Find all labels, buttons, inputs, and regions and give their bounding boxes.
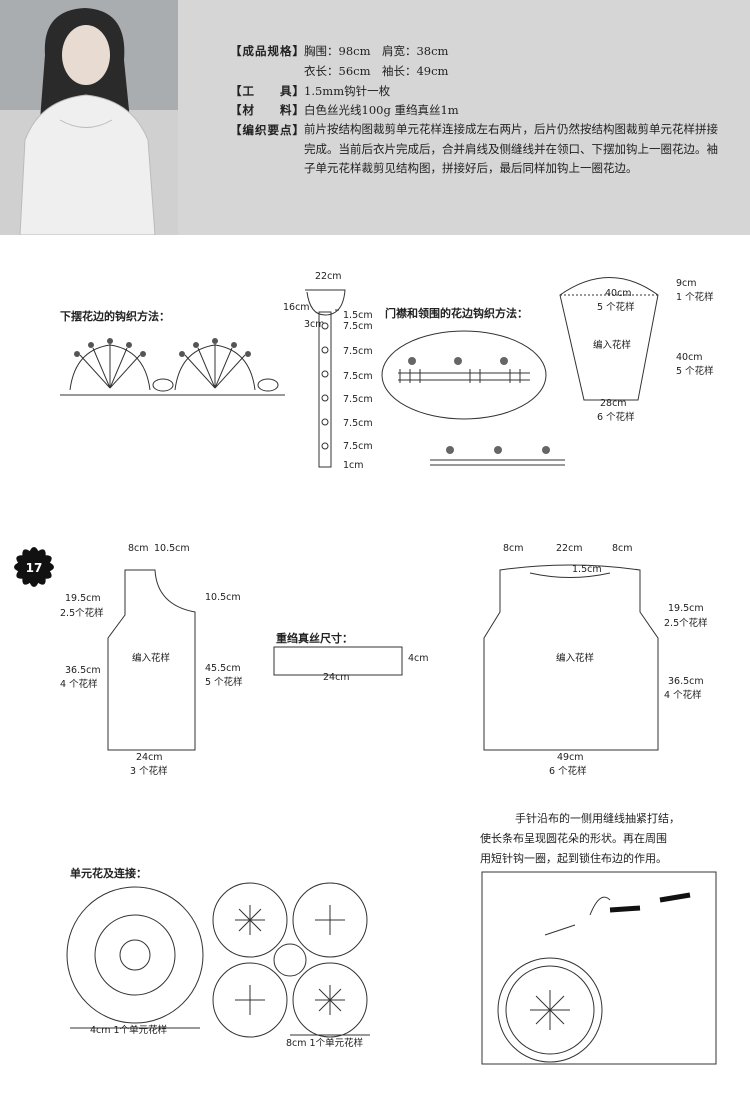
hem-edging-chart	[60, 338, 285, 396]
spec-row-5: 【编织要点】	[230, 121, 304, 139]
silk-h: 4cm	[408, 653, 429, 664]
back-r2-sub: 4 个花样	[664, 690, 702, 701]
motif-title: 单元花及连接：	[70, 867, 147, 880]
sleeve-bottom-label: 28cm	[600, 398, 627, 409]
strip-seg-label: 7.5cm	[343, 418, 373, 429]
front-piece-diagram	[107, 569, 196, 751]
spec-value: 胸围：98cm 肩宽：38cm	[304, 44, 449, 58]
placket-edging-title: 门襟和领围的花边钩织方法：	[385, 307, 528, 320]
hem-edging-title: 下摆花边的钩织方法：	[60, 310, 170, 323]
front-top2: 10.5cm	[154, 543, 190, 554]
silk-title: 重绉真丝尺寸：	[276, 632, 353, 645]
knitting-notes: 前片按结构图裁剪单元花样连接成左右两片，后片仍然按结构图裁剪单元花样拼接完成。当…	[304, 122, 718, 175]
strip-bottom-label: 1cm	[343, 460, 364, 471]
spec-key: 【成品规格】	[230, 44, 305, 58]
front-bottom-sub: 3 个花样	[130, 766, 168, 777]
front-l1: 19.5cm	[65, 593, 101, 604]
strip-seg-label: 7.5cm	[343, 371, 373, 382]
silk-w: 24cm	[323, 672, 350, 683]
flower-diagram	[481, 871, 717, 1065]
front-l2-sub: 4 个花样	[60, 679, 98, 690]
front-top1: 8cm	[128, 543, 149, 554]
strip-left-label: 16cm	[283, 302, 310, 313]
front-r1: 10.5cm	[205, 592, 241, 603]
motif-dim2: 8cm 1个单元花样	[286, 1038, 364, 1049]
back-bottom: 49cm	[557, 752, 584, 763]
back-r2: 36.5cm	[668, 676, 704, 687]
spec-row-4: 【材 料】白色丝光线100g 重绉真丝1m	[230, 101, 459, 119]
front-l1-sub: 2.5个花样	[60, 608, 104, 619]
spec-value: 1.5mm钩针一枚	[304, 84, 391, 98]
sleeve-diagram	[559, 277, 659, 401]
sleeve-top-label: 40cm	[605, 288, 632, 299]
strip-width-label: 22cm	[315, 271, 342, 282]
spec-key: 【编织要点】	[230, 123, 305, 137]
sleeve-center-label: 编入花样	[593, 340, 632, 351]
silk-diagram	[273, 646, 403, 676]
flower-badge-icon: 17	[14, 547, 54, 587]
motif-diagram	[66, 882, 370, 1038]
motif-dim1: 4cm 1个单元花样	[90, 1025, 168, 1036]
sleeve-r1-label: 9cm	[676, 278, 697, 289]
back-r1: 19.5cm	[668, 603, 704, 614]
strip-seg-label: 7.5cm	[343, 346, 373, 357]
spec-value: 衣长：56cm 袖长：49cm	[304, 64, 449, 78]
sleeve-bottom-sub: 6 个花样	[597, 412, 635, 423]
flower-desc-3: 用短针钩一圈，起到锁住布边的作用。	[480, 852, 667, 865]
flower-desc-2: 使长条布呈现圆花朵的形状。再在周围	[480, 832, 667, 845]
back-bottom-sub: 6 个花样	[549, 766, 587, 777]
strip-neck-label: 1.5cm	[343, 310, 373, 321]
sleeve-r1-sub: 1 个花样	[676, 292, 714, 303]
back-r1-sub: 2.5个花样	[664, 618, 708, 629]
strip-w-label: 3cm	[304, 319, 325, 330]
model-photo	[0, 0, 178, 235]
flower-desc-1: 手针沿布的一侧用缝线抽紧打结，	[515, 812, 680, 825]
placket-edging-chart	[381, 330, 565, 466]
sleeve-r2-label: 40cm	[676, 352, 703, 363]
back-neck: 1.5cm	[572, 564, 602, 575]
back-t2: 22cm	[556, 543, 583, 554]
back-t1: 8cm	[503, 543, 524, 554]
sleeve-top-sub: 5 个花样	[597, 302, 635, 313]
badge-number: 17	[26, 561, 43, 575]
front-l2: 36.5cm	[65, 665, 101, 676]
front-r2: 45.5cm	[205, 663, 241, 674]
back-t3: 8cm	[612, 543, 633, 554]
spec-row-2: 衣长：56cm 袖长：49cm	[230, 62, 448, 80]
strip-seg-label: 7.5cm	[343, 394, 373, 405]
strip-seg-label: 7.5cm	[343, 441, 373, 452]
front-bottom: 24cm	[136, 752, 163, 763]
spec-key: 【材 料】	[230, 103, 305, 117]
spec-value: 白色丝光线100g 重绉真丝1m	[304, 103, 459, 117]
placket-strip-diagram	[305, 289, 346, 468]
back-piece-diagram	[483, 564, 659, 751]
spec-row-1: 【成品规格】胸围：98cm 肩宽：38cm	[230, 42, 448, 60]
strip-seg-label: 7.5cm	[343, 321, 373, 332]
front-r2-sub: 5 个花样	[205, 677, 243, 688]
spec-key: 【工 具】	[230, 84, 305, 98]
sleeve-r2-sub: 5 个花样	[676, 366, 714, 377]
spec-row-3: 【工 具】1.5mm钩针一枚	[230, 82, 390, 100]
front-center: 编入花样	[132, 653, 171, 664]
back-center: 编入花样	[556, 653, 595, 664]
